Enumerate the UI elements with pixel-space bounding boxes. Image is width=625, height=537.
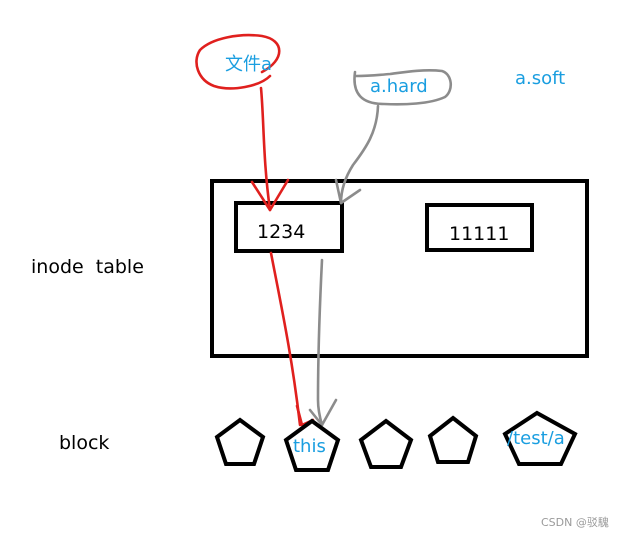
block-pentagon-5 <box>502 410 578 466</box>
inode-table-label: inode table <box>31 256 144 278</box>
soft-link-label: a.soft <box>515 68 565 89</box>
file-label: 文件a <box>225 54 272 75</box>
inode-table-box <box>210 179 589 358</box>
inode-box-1234 <box>234 201 344 253</box>
block-pentagon-2 <box>283 418 341 472</box>
inode-number-1234: 1234 <box>257 221 305 243</box>
hard-link-cloud <box>353 69 452 106</box>
block-pentagon-3 <box>358 418 414 469</box>
watermark: CSDN @驳騩 <box>541 516 609 529</box>
inode-number-11111: 11111 <box>449 223 509 245</box>
file-to-inode-arrowhead <box>250 178 290 212</box>
inode-to-block-gray-arrowhead <box>308 398 338 427</box>
block-this-label: this <box>293 436 326 457</box>
file-to-inode-line <box>259 86 272 212</box>
hard-link-label: a.hard <box>370 76 428 97</box>
block-pentagon-4 <box>427 415 479 464</box>
hard-to-inode-arrowhead <box>334 178 362 205</box>
inode-to-block-red-line <box>269 251 302 427</box>
block-path-label: /test/a <box>507 428 565 449</box>
file-circle <box>195 33 281 90</box>
inode-to-block-gray-line <box>316 258 324 427</box>
hard-to-inode-line <box>339 104 380 205</box>
block-label: block <box>59 432 109 454</box>
block-pentagon-1 <box>214 417 266 466</box>
inode-box-11111 <box>425 203 534 252</box>
